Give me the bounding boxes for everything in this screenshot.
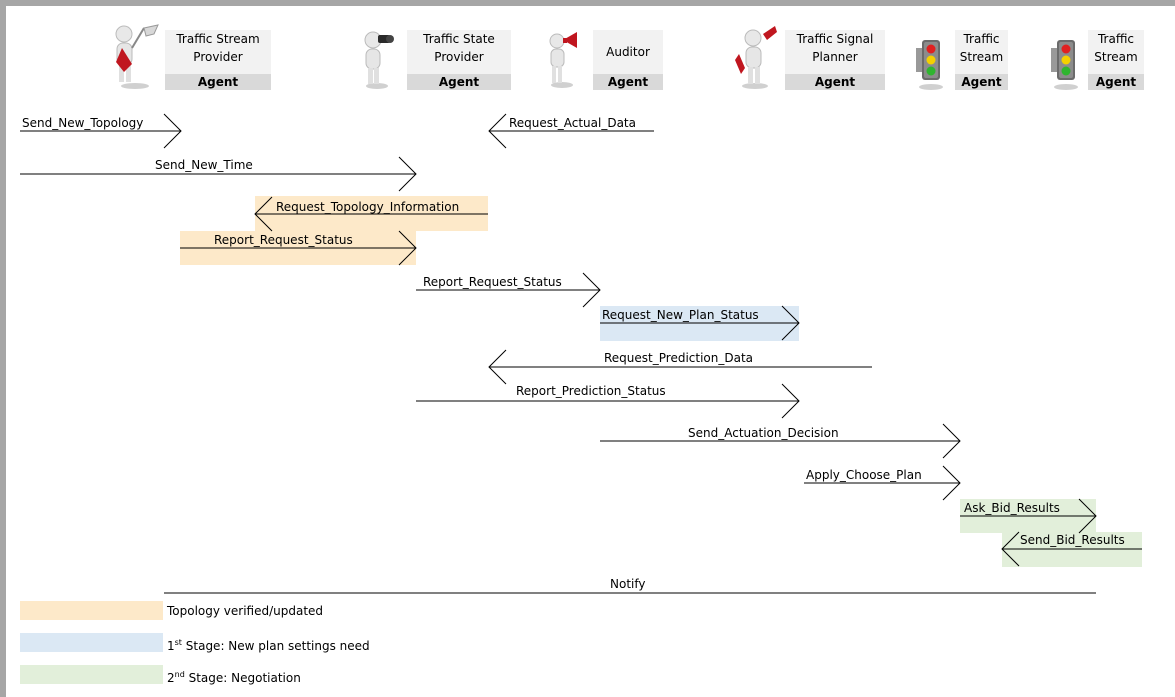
legend-ordinal-suffix: nd xyxy=(174,670,185,679)
figure-with-megaphone-icon xyxy=(549,32,577,88)
agent-name-line2: Planner xyxy=(812,50,858,64)
message-arrow xyxy=(20,156,417,192)
message-label: Apply_Choose_Plan xyxy=(806,468,922,482)
legend-item-stage1: 1st Stage: New plan settings need xyxy=(167,636,370,653)
message-label: Notify xyxy=(610,577,646,591)
figure-with-wrench-icon xyxy=(735,26,777,89)
message-arrow xyxy=(1001,531,1142,567)
message-arrow xyxy=(20,113,182,149)
agent-name-line2: Provider xyxy=(434,50,484,64)
agent-name-line1: Traffic xyxy=(963,32,1000,46)
agent-name-line2: Stream xyxy=(1094,50,1138,64)
legend-ordinal: 2 xyxy=(167,671,175,685)
agent-tag: Agent xyxy=(165,74,271,90)
message-arrow xyxy=(600,423,961,459)
message-arrow xyxy=(960,498,1097,534)
agent-name-line1: Auditor xyxy=(606,45,650,59)
traffic-light-icon xyxy=(1051,40,1078,90)
message-label: Report_Request_Status xyxy=(214,233,353,247)
message-label: Send_New_Time xyxy=(155,158,253,172)
legend-swatch-topology xyxy=(20,601,163,620)
message-label: Send_New_Topology xyxy=(22,116,144,130)
legend-item-topology: Topology verified/updated xyxy=(167,604,323,618)
message-arrow xyxy=(600,305,800,341)
message-arrow xyxy=(804,465,961,501)
message-arrow xyxy=(180,230,417,266)
message-arrow xyxy=(416,383,800,419)
legend-item-stage2: 2nd Stage: Negotiation xyxy=(167,668,301,685)
message-label: Send_Bid_Results xyxy=(1020,533,1125,547)
message-label: Request_Actual_Data xyxy=(509,116,636,130)
agent-name: Traffic Signal Planner xyxy=(785,30,885,74)
figure-with-binoculars-icon xyxy=(364,31,394,89)
agent-name: Traffic Stream Provider xyxy=(165,30,271,74)
agent-tag: Agent xyxy=(407,74,511,90)
agent-name-line1: Traffic xyxy=(1097,32,1135,46)
agent-name: Auditor xyxy=(593,30,663,74)
legend-text: Topology verified/updated xyxy=(167,604,324,618)
message-label: Report_Request_Status xyxy=(423,275,562,289)
legend-ordinal: 1 xyxy=(167,639,175,653)
message-arrow xyxy=(254,196,488,232)
message-label: Request_Topology_Information xyxy=(276,200,460,214)
message-label: Request_New_Plan_Status xyxy=(602,308,759,322)
message-arrow xyxy=(488,349,872,385)
message-label: Report_Prediction_Status xyxy=(516,384,666,398)
agent-name: Traffic State Provider xyxy=(407,30,511,74)
traffic-light-icon xyxy=(916,40,943,90)
agent-name-line1: Traffic Signal xyxy=(796,32,874,46)
agent-name: Traffic Stream xyxy=(955,30,1008,74)
legend-text: Stage: Negotiation xyxy=(184,671,301,685)
agent-tag: Agent xyxy=(593,74,663,90)
agent-tag: Agent xyxy=(785,74,885,90)
agent-name: Traffic Stream xyxy=(1088,30,1144,74)
message-label: Request_Prediction_Data xyxy=(604,351,754,365)
message-label: Ask_Bid_Results xyxy=(964,501,1060,515)
agent-tag: Agent xyxy=(1088,74,1144,90)
agent-tag: Agent xyxy=(955,74,1008,90)
message-label: Send_Actuation_Decision xyxy=(688,426,839,440)
agent-name-line2: Stream xyxy=(959,50,1004,64)
legend-text: Stage: New plan settings need xyxy=(181,639,370,653)
legend-ordinal-suffix: st xyxy=(174,638,182,647)
agent-name-line1: Traffic State xyxy=(423,32,495,46)
agent-name-line1: Traffic Stream xyxy=(176,32,260,46)
legend-swatch-stage2 xyxy=(20,665,163,684)
agent-name-line2: Provider xyxy=(193,50,243,64)
figure-with-flag-icon xyxy=(115,24,159,89)
message-arrow xyxy=(416,272,601,308)
message-arrow xyxy=(488,113,654,149)
legend-swatch-stage1 xyxy=(20,633,163,652)
